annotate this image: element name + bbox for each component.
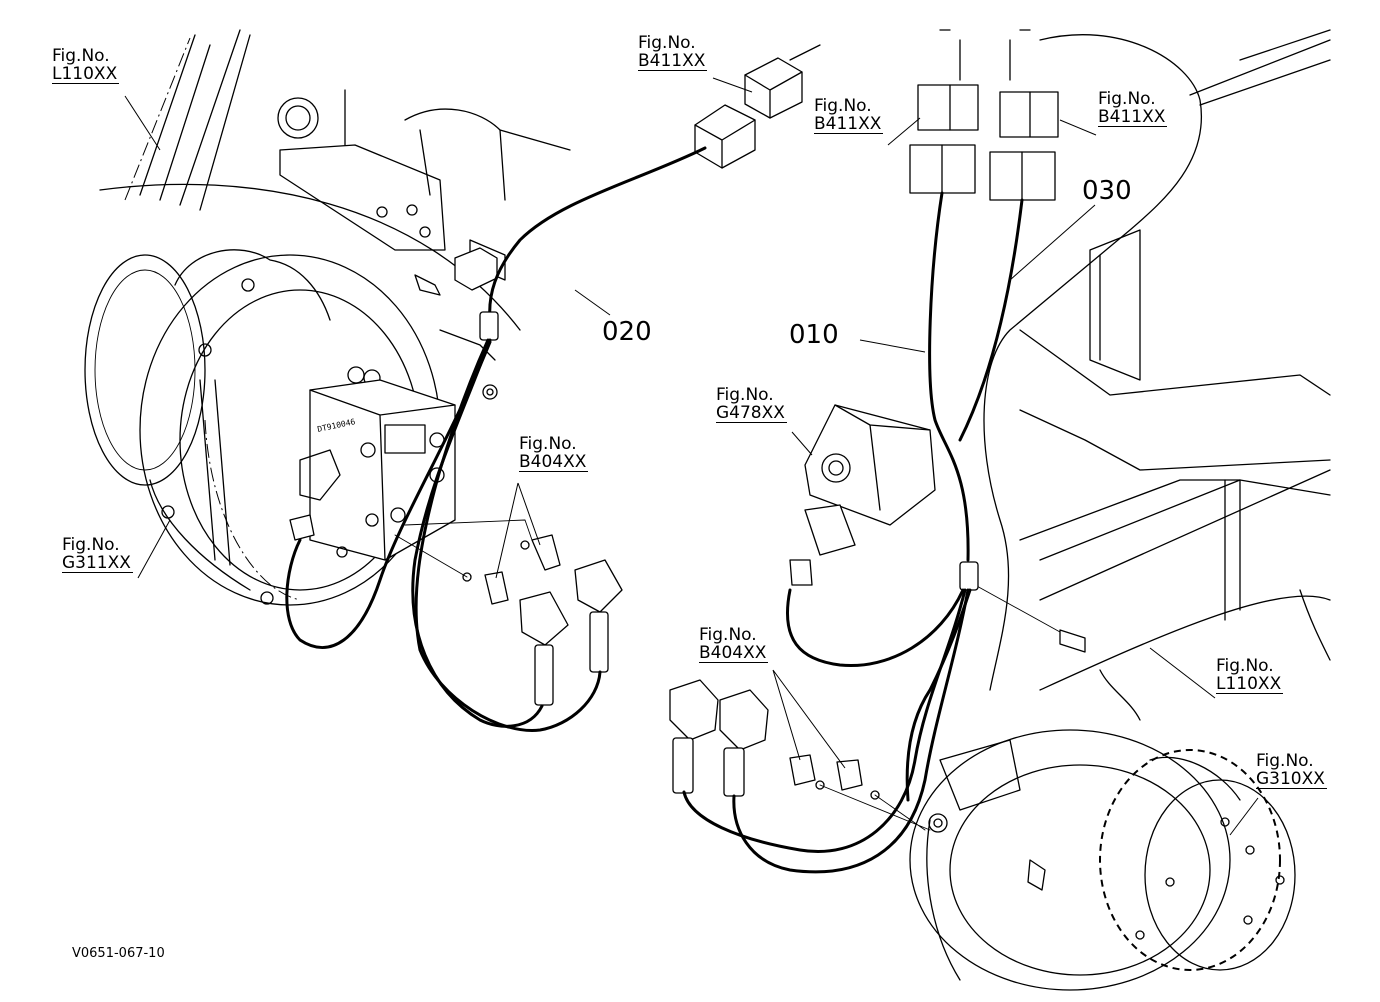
- callout-fig-code: B411XX: [638, 51, 708, 71]
- callout-fig-code: B411XX: [1098, 107, 1168, 127]
- callout-fig-prefix: Fig.No.: [62, 535, 120, 555]
- callout-fig-code: B404XX: [519, 452, 589, 472]
- callout-fig-prefix: Fig.No.: [1216, 656, 1274, 676]
- sensors-b404-right: [669, 679, 931, 831]
- part-number-020: 020: [602, 317, 652, 347]
- harness-020: [285, 146, 707, 732]
- sensors-b404-left: [394, 519, 623, 706]
- callout-fig-prefix: Fig.No.: [1256, 751, 1314, 771]
- callout-fig-b404-right: Fig.No. B404XX: [699, 625, 769, 663]
- connectors-b411: [454, 44, 1059, 291]
- callout-fig-l110-top: Fig.No. L110XX: [52, 46, 120, 84]
- callout-fig-prefix: Fig.No.: [638, 33, 696, 53]
- callout-fig-g478: Fig.No. G478XX: [716, 386, 787, 423]
- callout-fig-b411-mid-right: Fig.No. B411XX: [1098, 89, 1168, 127]
- callout-fig-code: L110XX: [1216, 674, 1284, 694]
- callout-fig-code: G310XX: [1256, 769, 1327, 789]
- callout-fig-l110-right: Fig.No. L110XX: [1216, 656, 1284, 694]
- leader-lines: [124, 77, 1259, 836]
- callout-fig-code: L110XX: [52, 64, 120, 84]
- callout-fig-b411-mid-left: Fig.No. B411XX: [814, 96, 884, 134]
- callout-fig-code: B404XX: [699, 643, 769, 663]
- callout-fig-prefix: Fig.No.: [716, 385, 774, 405]
- drawing-id: V0651-067-10: [72, 946, 165, 961]
- part-number-030: 030: [1082, 176, 1132, 206]
- callout-fig-prefix: Fig.No.: [52, 46, 110, 66]
- callout-fig-g310: Fig.No. G310XX: [1256, 752, 1327, 789]
- callout-fig-code: G311XX: [62, 553, 133, 573]
- pressure-switch-block: [789, 404, 936, 586]
- callout-fig-prefix: Fig.No.: [814, 96, 872, 116]
- right-frame-outline: [939, 29, 1331, 721]
- callout-fig-g311: Fig.No. G311XX: [62, 536, 133, 573]
- callout-fig-prefix: Fig.No.: [519, 434, 577, 454]
- left-frame-outline: [99, 29, 571, 400]
- harness-010-030: [682, 191, 1024, 874]
- callout-fig-b404-left: Fig.No. B404XX: [519, 434, 589, 472]
- right-travel-motor: [909, 729, 1296, 991]
- callout-fig-prefix: Fig.No.: [699, 625, 757, 645]
- callout-fig-prefix: Fig.No.: [1098, 89, 1156, 109]
- left-travel-motor: DT910046: [84, 249, 456, 606]
- callout-fig-code: B411XX: [814, 114, 884, 134]
- part-number-010: 010: [789, 320, 839, 350]
- callout-fig-b411-top: Fig.No. B411XX: [638, 33, 708, 71]
- callout-fig-code: G478XX: [716, 403, 787, 423]
